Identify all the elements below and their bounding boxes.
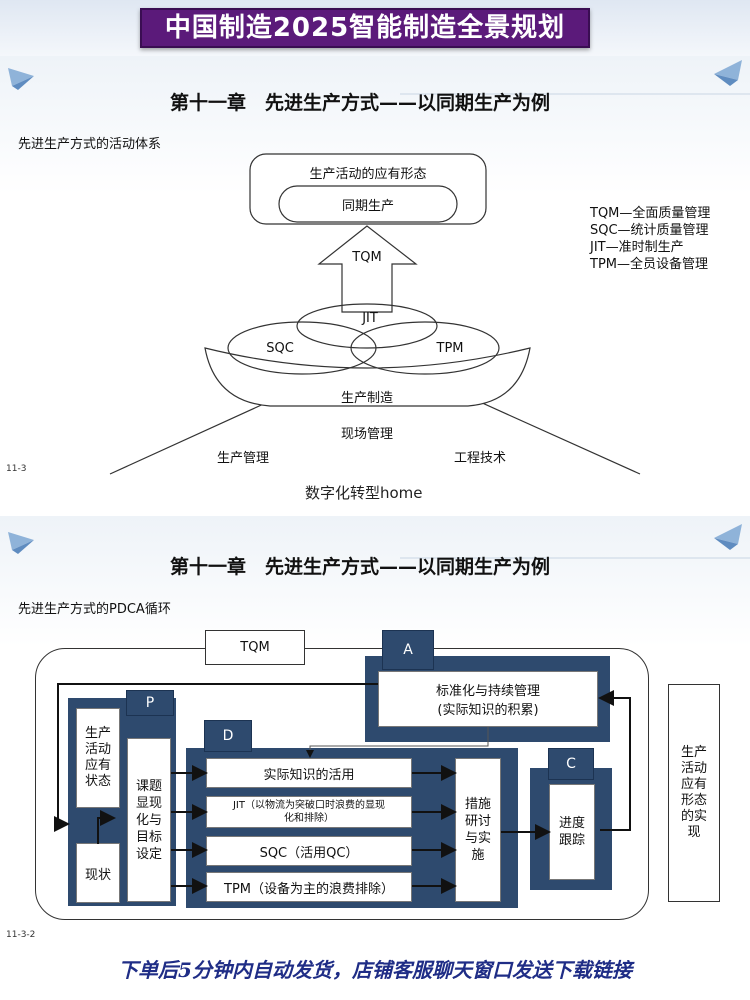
top-inner-label: 同期生产 (341, 199, 394, 214)
d-tab: D (204, 720, 252, 752)
top-inner-pill (278, 185, 458, 223)
bowl-label: 生产制造 (340, 391, 393, 406)
legend-item: TPM—全员设备管理 (590, 257, 708, 272)
watermark-text: 数字化转型home (305, 484, 423, 502)
c-tab: C (548, 748, 594, 780)
legend-item: SQC—统计质量管理 (590, 223, 709, 238)
jit-ellipse (296, 303, 438, 349)
slide-1-decor (8, 60, 750, 95)
d-item-sqc: SQC（活用QC） (206, 836, 412, 866)
d-item-tpm: TPM（设备为主的浪费排除） (206, 872, 412, 902)
up-arrow (317, 225, 418, 313)
tqm-box: TQM (205, 630, 305, 665)
base-top-label: 现场管理 (340, 427, 393, 442)
d-item-knowledge: 实际知识的活用 (206, 758, 412, 788)
tqm-frame (35, 648, 649, 920)
slide-2-decor (8, 524, 750, 559)
tpm-label: TPM (436, 341, 464, 356)
sqc-label: SQC (266, 341, 294, 356)
chapter-title-1: 第十一章 先进生产方式——以同期生产为例 (170, 92, 551, 114)
ideal-form-result-box: 生产 活动 应有 形态 的实 现 (668, 684, 720, 902)
page-number-2: 11-3-2 (6, 930, 36, 940)
tpm-ellipse (350, 321, 500, 375)
p-ideal-state-box: 生产 活动 应有 状态 (76, 708, 120, 808)
c-progress-box: 进度 跟踪 (549, 784, 595, 880)
jit-label: JIT (362, 311, 378, 326)
arrow-label: TQM (352, 250, 382, 265)
paper-plane-icon-right (714, 60, 742, 86)
paper-plane-icon-left (8, 68, 34, 90)
legend-item: TQM—全面质量管理 (590, 206, 711, 221)
p-tab: P (126, 690, 174, 716)
banner-title: 中国制造2025智能制造全景规划 (140, 8, 590, 48)
base-right-label: 工程技术 (453, 451, 506, 466)
footer-notice: 下单后5分钟内自动发货，店铺客服聊天窗口发送下载链接 (0, 950, 750, 1000)
paper-plane-icon-right (714, 524, 742, 550)
legend-item: JIT—准时制生产 (590, 240, 684, 255)
p-current-state-box: 现状 (76, 843, 120, 903)
section-subtitle-2: 先进生产方式的PDCA循环 (18, 602, 171, 617)
a-standardization-box: 标准化与持续管理 (实际知识的积累) (378, 671, 598, 727)
p-topic-box: 课题 显现 化与 目标 设定 (127, 738, 171, 902)
section-subtitle-1: 先进生产方式的活动体系 (18, 137, 162, 152)
bowl-shape (204, 347, 531, 407)
d-item-jit: JIT（以物流为突破口时浪费的显现 化和排除） (206, 796, 412, 828)
d-measures-box: 措施 研讨 与实 施 (455, 758, 501, 902)
top-box-label: 生产活动的应有形态 (309, 167, 427, 182)
page-number-1: 11-3 (6, 464, 27, 474)
paper-plane-icon-left (8, 532, 34, 554)
a-tab: A (382, 630, 434, 670)
activity-system-diagram (109, 153, 641, 475)
chapter-title-2: 第十一章 先进生产方式——以同期生产为例 (170, 556, 551, 578)
base-left-label: 生产管理 (216, 451, 269, 466)
sqc-ellipse (227, 321, 377, 375)
abbreviation-legend: TQM—全面质量管理 SQC—统计质量管理 JIT—准时制生产 TPM—全员设备… (590, 205, 720, 273)
pdca-arrows (54, 683, 631, 894)
